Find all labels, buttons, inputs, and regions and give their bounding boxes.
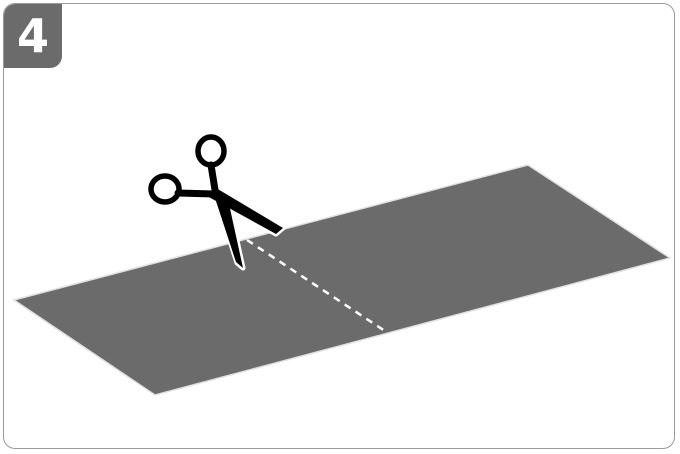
- scissors-icon: [148, 134, 286, 271]
- step-number-badge: 4: [4, 4, 62, 68]
- paper-strip: [12, 164, 672, 396]
- cut-line: [246, 238, 389, 335]
